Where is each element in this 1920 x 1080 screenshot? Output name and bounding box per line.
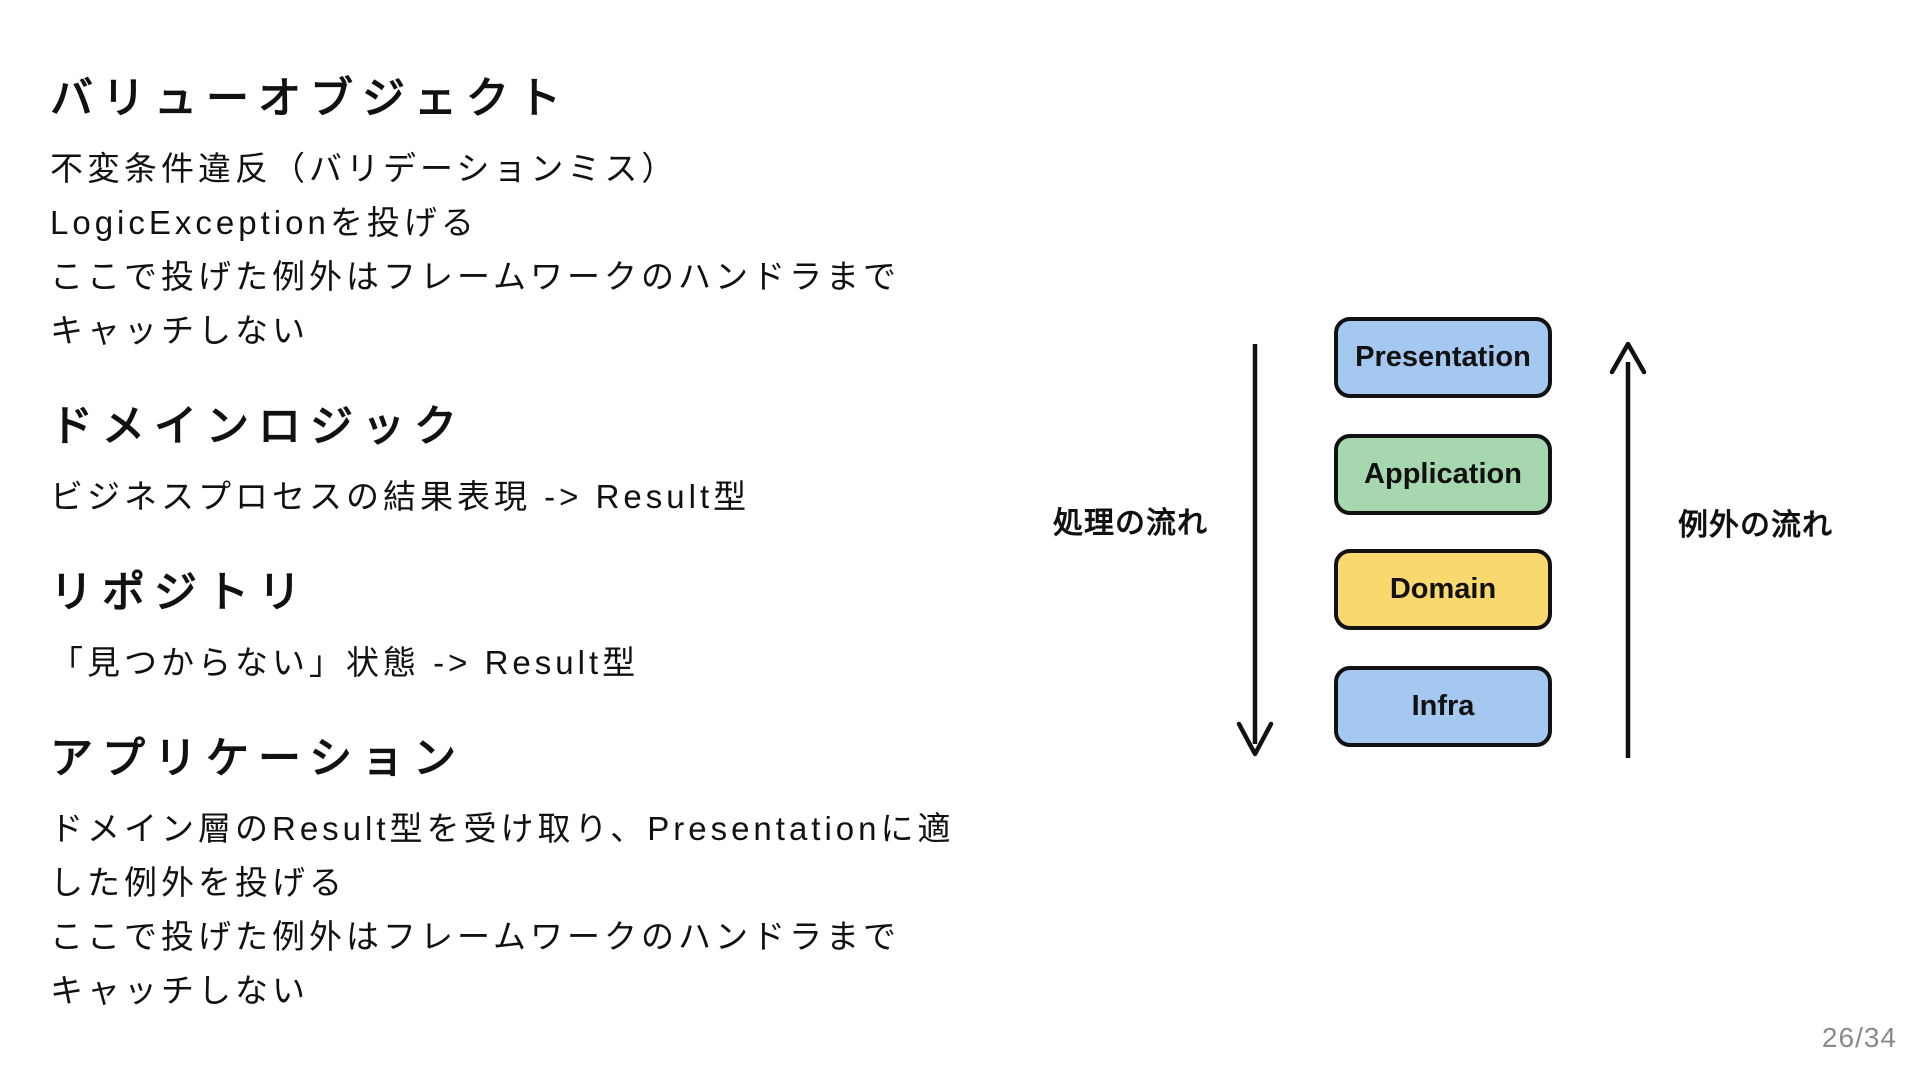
- layer-label: Presentation: [1355, 341, 1531, 373]
- application-heading: アプリケーション: [50, 735, 466, 783]
- repository-heading: リポジトリ: [50, 569, 310, 617]
- flow-down-label: 処理の流れ: [1053, 507, 1208, 540]
- body-line: LogicExceptionを投げる: [50, 204, 478, 241]
- down-arrow-icon: [1236, 344, 1274, 757]
- body-line: 不変条件違反（バリデーションミス）: [50, 150, 679, 187]
- section-repository: リポジトリ 「見つからない」状態 -> Result型: [50, 568, 1000, 690]
- text-column: バリューオブジェクト 不変条件違反（バリデーションミス） LogicExcept…: [50, 74, 1000, 1018]
- body-line: ドメイン層のResult型を受け取り、Presentationに適: [50, 810, 955, 847]
- up-arrow-icon: [1609, 341, 1647, 758]
- layer-box-application: Application: [1334, 434, 1552, 515]
- layer-label: Domain: [1389, 573, 1497, 605]
- section-domain-logic: ドメインロジック ビジネスプロセスの結果表現 -> Result型: [50, 402, 1000, 524]
- layer-box-infra: Infra: [1334, 666, 1552, 747]
- layer-box-presentation: Presentation: [1334, 317, 1552, 398]
- domain-logic-heading: ドメインロジック: [50, 403, 466, 451]
- body-line: ここで投げた例外はフレームワークのハンドラまで: [50, 918, 901, 955]
- page-number: 26/34: [1821, 1022, 1897, 1053]
- body-line: した例外を投げる: [50, 864, 346, 901]
- body-line: キャッチしない: [50, 312, 309, 349]
- value-object-heading: バリューオブジェクト: [50, 75, 570, 123]
- section-value-object: バリューオブジェクト 不変条件違反（バリデーションミス） LogicExcept…: [50, 74, 1000, 358]
- layer-label: Infra: [1411, 690, 1475, 722]
- layer-box-domain: Domain: [1334, 549, 1552, 630]
- body-line: ビジネスプロセスの結果表現 -> Result型: [50, 478, 751, 515]
- body-line: キャッチしない: [50, 972, 309, 1009]
- body-line: ここで投げた例外はフレームワークのハンドラまで: [50, 258, 901, 295]
- flow-up-label: 例外の流れ: [1678, 509, 1833, 542]
- section-application: アプリケーション ドメイン層のResult型を受け取り、Presentation…: [50, 734, 1000, 1018]
- layer-label: Application: [1364, 458, 1522, 490]
- body-line: 「見つからない」状態 -> Result型: [50, 644, 640, 681]
